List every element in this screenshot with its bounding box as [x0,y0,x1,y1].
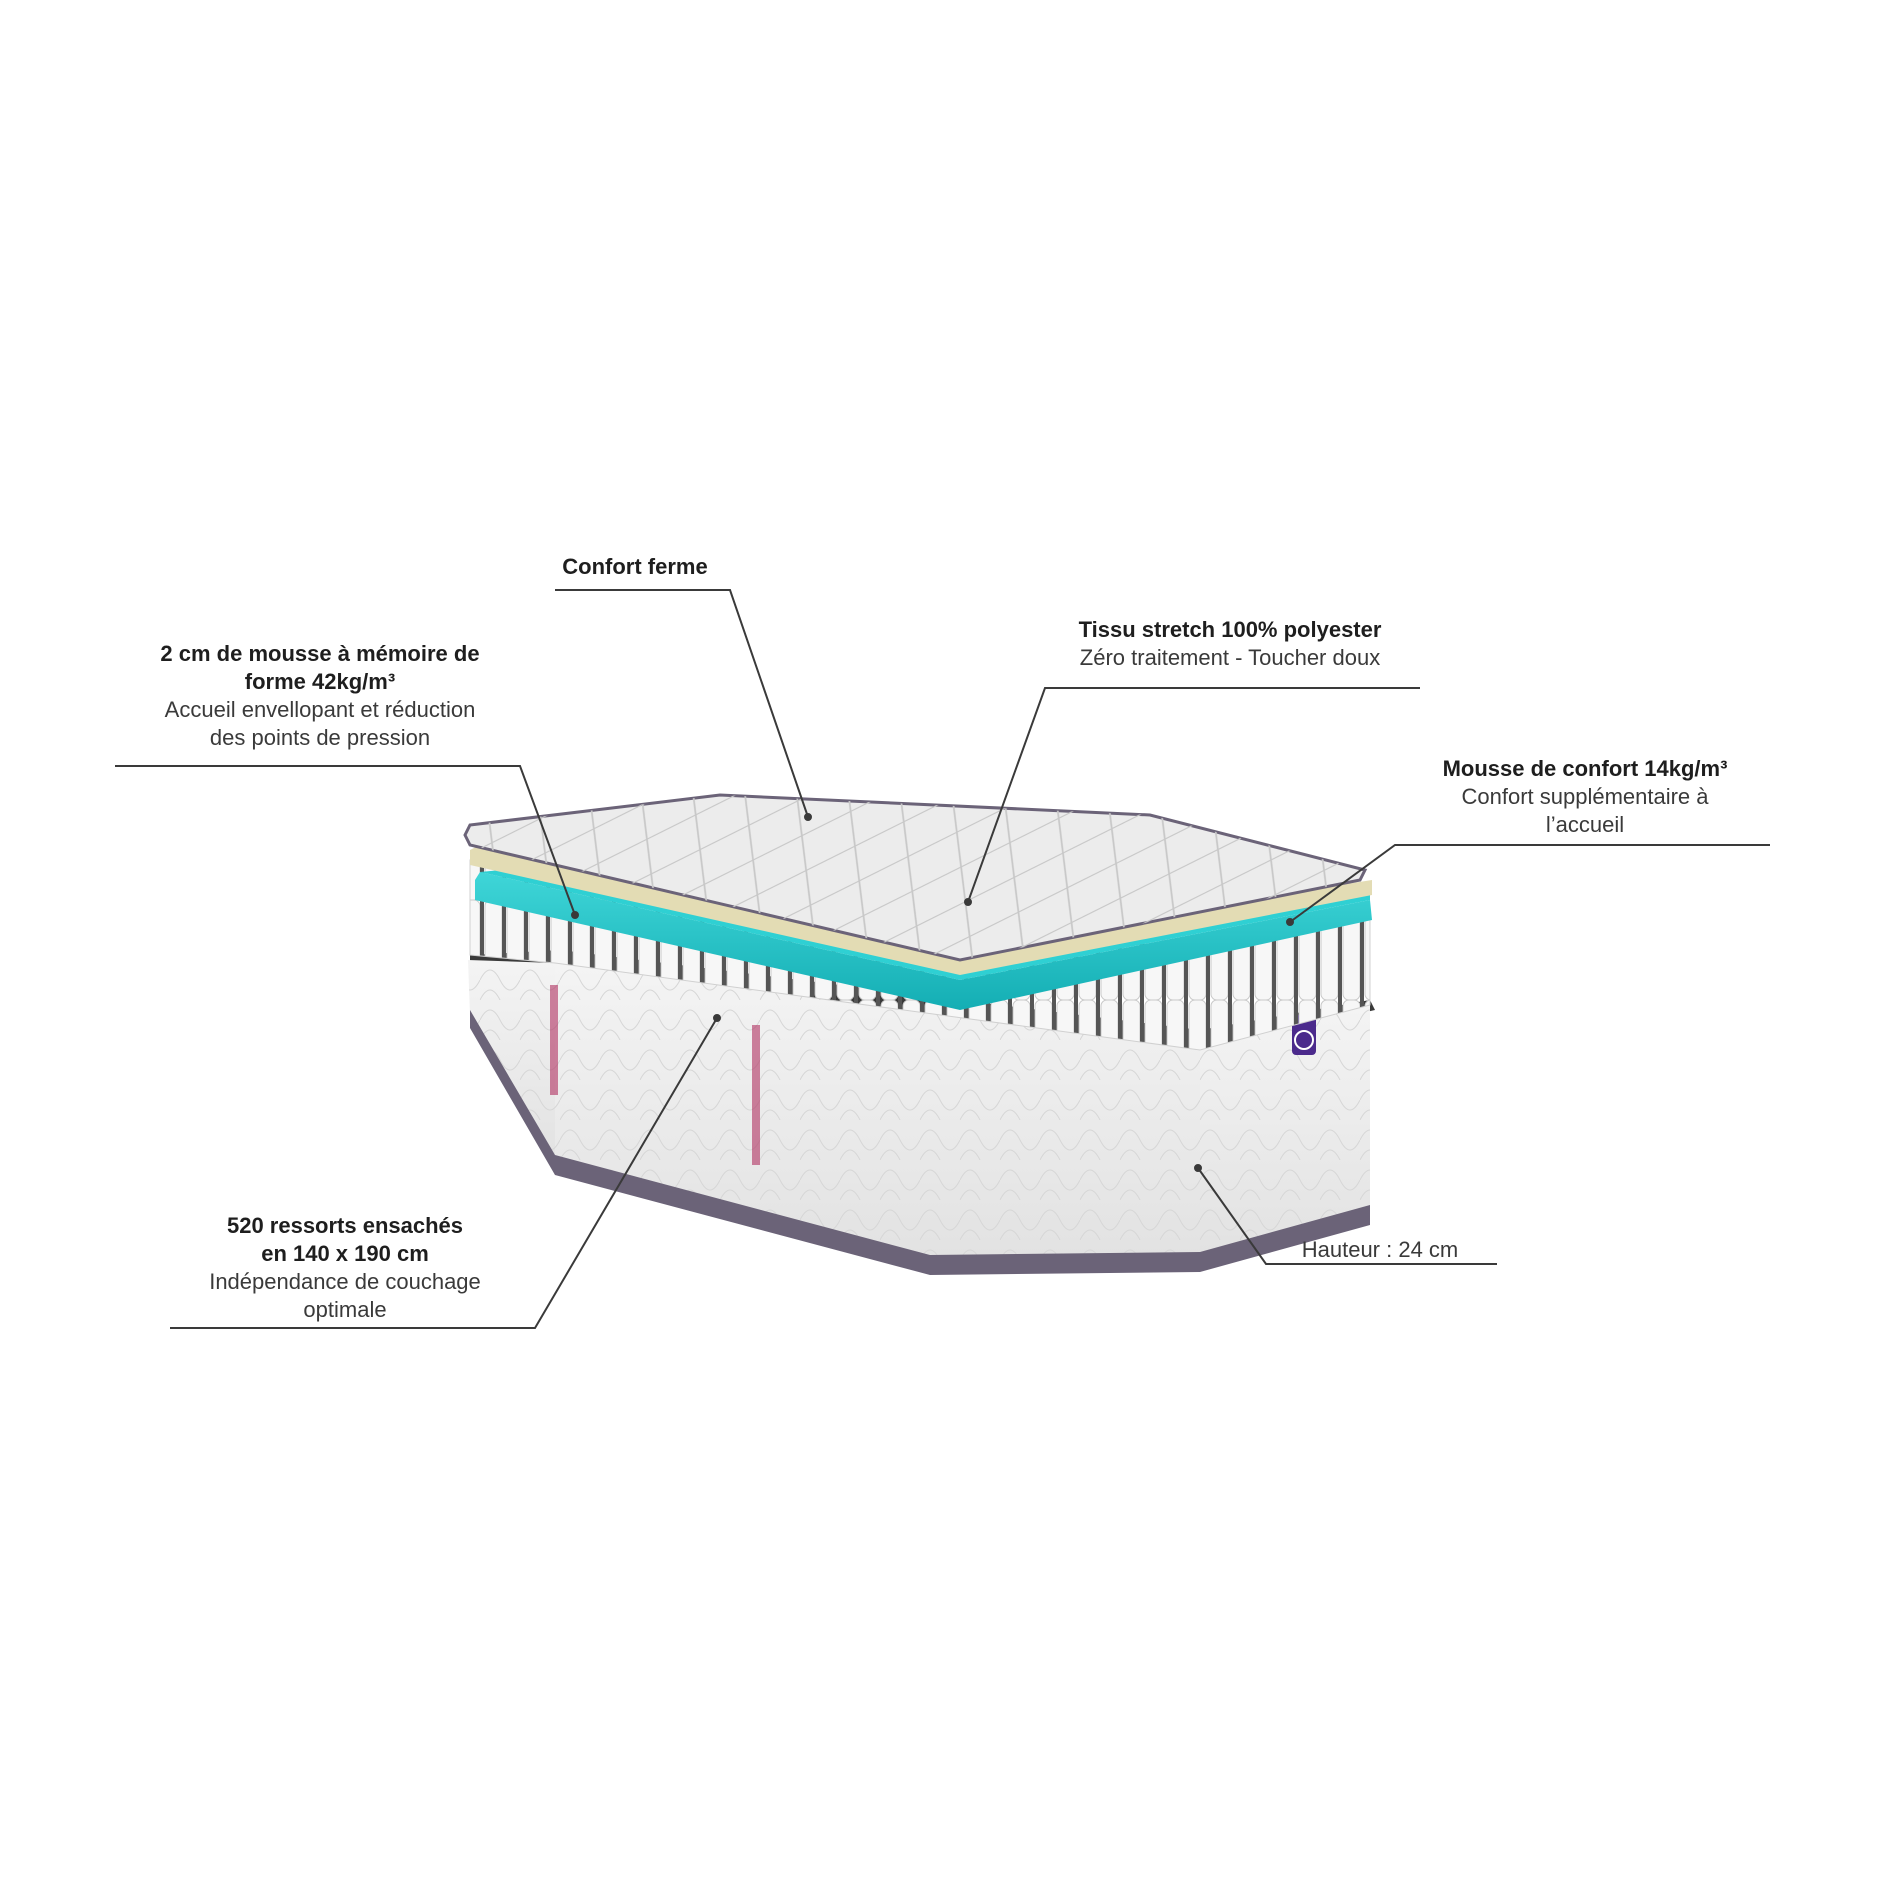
leader-mousse-confort [1289,844,1770,923]
leader-lines [115,589,1770,1329]
callout-desc-line-1: Zéro traitement - Toucher doux [1079,645,1381,670]
leader-tissu [967,687,1420,903]
callout-title-line-1: Mousse de confort 14kg/m³ [1442,756,1728,781]
callout-title-line-1: Tissu stretch 100% polyester [1078,617,1382,642]
quilted-top-cover [463,793,1368,962]
callout-ressorts: 520 ressorts ensachés en 140 x 190 cm In… [165,1212,525,1324]
callout-desc-line-1: Accueil envellopant et réduction [164,697,476,722]
callout-desc-line-1: Confort supplémentaire à [1461,784,1709,809]
leader-ressorts [170,1017,718,1329]
callout-memory-foam: 2 cm de mousse à mémoire de forme 42kg/m… [120,640,520,752]
callout-desc-line-1: Hauteur : 24 cm [1301,1237,1459,1262]
callout-title-line-1: 2 cm de mousse à mémoire de [160,641,480,666]
callout-desc-line-2: l’accueil [1545,812,1625,837]
callout-mousse-confort: Mousse de confort 14kg/m³ Confort supplé… [1400,755,1770,839]
brand-badge-icon [1292,1015,1316,1055]
callout-title-line-1: 520 ressorts ensachés [226,1213,464,1238]
callout-title-line-2: en 140 x 190 cm [261,1241,429,1266]
callout-title: Confort ferme [562,554,708,579]
callout-confort-ferme: Confort ferme [540,553,730,581]
callout-desc-line-2: des points de pression [209,725,431,750]
callout-desc-line-2: optimale [303,1297,387,1322]
leader-hauteur [1197,1167,1497,1265]
brand-tape-left [550,985,558,1095]
leader-confort-ferme [555,589,809,818]
mattress-base [468,950,1375,1275]
callout-title-line-2: forme 42kg/m³ [244,669,396,694]
callout-hauteur: Hauteur : 24 cm [1275,1236,1485,1264]
brand-tape-front [752,1025,760,1165]
callout-desc-line-1: Indépendance de couchage [209,1269,481,1294]
leader-memory-foam [115,765,576,916]
callout-tissu: Tissu stretch 100% polyester Zéro traite… [1040,616,1420,672]
